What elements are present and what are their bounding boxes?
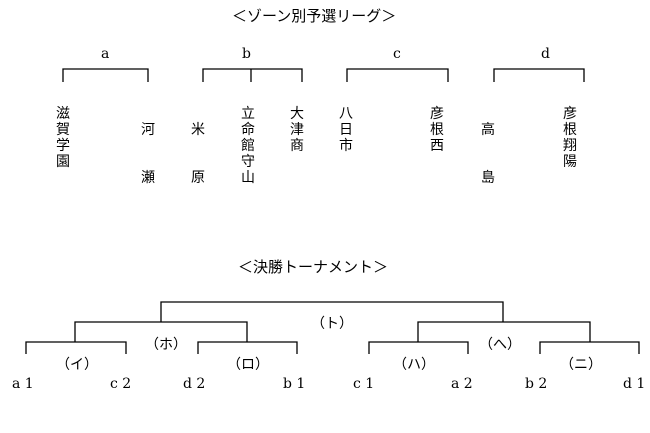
seed-label: d 1 [623, 376, 646, 392]
group-d-label: d [541, 46, 550, 62]
seed-label: d 2 [183, 376, 206, 392]
match-label-ha: （ハ） [393, 357, 435, 373]
semi-match-he-bracket [417, 321, 591, 342]
match-label-he: （へ） [479, 337, 521, 353]
team-name: 高 島 [481, 122, 495, 186]
team-name: 立 命 館 守 山 [241, 106, 255, 186]
match-label-ho: （ホ） [145, 337, 187, 353]
team-name: 河 瀬 [141, 122, 155, 186]
group-b-label: b [242, 46, 251, 62]
group-c-bracket [346, 68, 449, 82]
final-tournament-title: ＜決勝トーナメント＞ [238, 258, 389, 276]
group-b-bracket [202, 68, 303, 82]
match-ro-bracket [197, 341, 298, 354]
team-name: 滋 賀 学 園 [56, 106, 70, 170]
seed-label: a 2 [451, 376, 473, 392]
seed-label: c 2 [110, 376, 132, 392]
match-label-ro: （ロ） [227, 357, 269, 373]
match-label-i: （イ） [56, 357, 98, 373]
group-c-label: c [393, 46, 401, 62]
group-a-bracket [62, 68, 149, 82]
seed-label: b 2 [525, 376, 548, 392]
team-name: 彦 根 翔 陽 [563, 106, 577, 170]
seed-label: c 1 [353, 376, 375, 392]
final-match-to-bracket [160, 301, 504, 322]
semi-match-ho-bracket [74, 321, 248, 342]
team-name: 彦 根 西 [430, 106, 444, 154]
group-d-bracket [493, 68, 585, 82]
match-i-bracket [25, 341, 127, 354]
match-label-to: （ト） [311, 316, 353, 332]
team-name: 八 日 市 [339, 106, 353, 154]
zone-league-title: ＜ゾーン別予選リーグ＞ [232, 7, 397, 25]
seed-label: b 1 [283, 376, 306, 392]
match-ni-bracket [539, 341, 640, 354]
match-ha-bracket [368, 341, 469, 354]
team-name: 大 津 商 [290, 106, 304, 154]
team-name: 米 原 [191, 122, 205, 186]
seed-label: a 1 [12, 376, 34, 392]
group-a-label: a [101, 46, 110, 62]
match-label-ni: （ニ） [560, 357, 602, 373]
